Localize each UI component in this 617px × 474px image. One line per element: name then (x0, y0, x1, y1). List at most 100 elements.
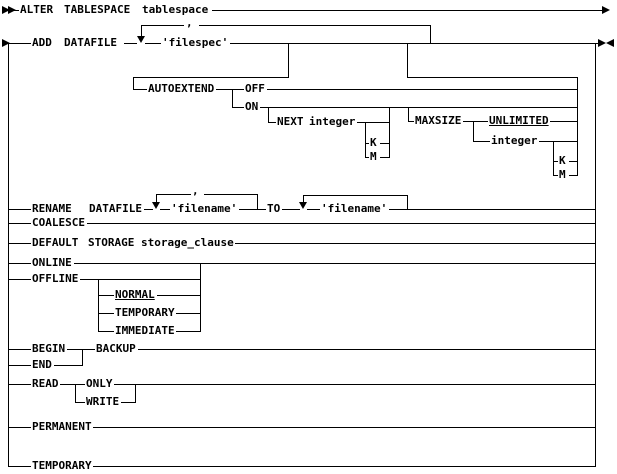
rail-line-horizontal (114, 384, 596, 385)
rail-line-vertical (75, 384, 76, 403)
label-kw-on: ON (244, 100, 260, 113)
rail-line-horizontal (539, 141, 578, 142)
rail-line-horizontal (145, 43, 161, 44)
label-kw-only: ONLY (85, 377, 114, 390)
label-kw-off: OFF (244, 82, 266, 95)
rail-line-horizontal (8, 466, 31, 467)
label-kw-write: WRITE (85, 395, 121, 408)
start-arrow-2-icon (2, 39, 10, 47)
label-comma-filespec-loop: , (185, 16, 194, 29)
rail-line-vertical (389, 107, 390, 158)
end-arrow-right-icon (598, 39, 606, 47)
rail-line-horizontal (156, 194, 191, 195)
rail-line-horizontal (133, 89, 147, 90)
rail-line-vertical (135, 384, 136, 403)
rail-line-horizontal (98, 313, 114, 314)
rail-line-vertical (141, 25, 142, 37)
loop-arrow-filespec-icon (137, 36, 145, 43)
label-opt-next-k: K (369, 136, 378, 149)
continue-arrow-line1-icon (602, 6, 610, 14)
rail-line-horizontal (141, 25, 184, 26)
rail-line-horizontal (569, 161, 578, 162)
rail-line-horizontal (235, 243, 596, 244)
label-kw-normal: NORMAL (114, 288, 156, 301)
rail-line-horizontal (389, 209, 596, 210)
rail-line-vertical (200, 263, 201, 332)
rail-line-vertical (8, 43, 9, 467)
rail-line-horizontal (54, 365, 83, 366)
rail-line-vertical (595, 43, 596, 467)
rail-line-horizontal (176, 313, 201, 314)
label-kw-permanent: PERMANENT (31, 420, 93, 433)
rail-line-horizontal (407, 77, 578, 78)
rail-line-vertical (577, 77, 578, 176)
label-comma-filename-loop: , (191, 184, 200, 197)
rail-line-horizontal (8, 263, 31, 264)
rail-line-horizontal (8, 427, 31, 428)
start-arrow-1b-icon (8, 6, 16, 14)
rail-line-vertical (553, 141, 554, 176)
rail-line-horizontal (473, 141, 490, 142)
label-opt-maxsize-k: K (558, 154, 567, 167)
rail-line-horizontal (160, 209, 170, 210)
label-kw-unlimited: UNLIMITED (488, 114, 550, 127)
label-kw-maxsize: MAXSIZE (414, 114, 463, 127)
rail-line-horizontal (98, 331, 114, 332)
rail-line-horizontal (365, 157, 370, 158)
rail-line-horizontal (93, 427, 596, 428)
rail-line-vertical (407, 43, 408, 78)
rail-line-horizontal (93, 466, 596, 467)
label-var-maxsize-integer: integer (490, 134, 539, 147)
rail-line-horizontal (268, 122, 276, 123)
rail-line-horizontal (267, 89, 578, 90)
rail-line-vertical (98, 279, 99, 332)
label-kw-begin: BEGIN (31, 342, 67, 355)
rail-line-horizontal (87, 223, 596, 224)
rail-line-horizontal (553, 175, 559, 176)
rail-line-horizontal (357, 122, 390, 123)
rail-line-vertical (408, 107, 409, 122)
rail-line-horizontal (550, 121, 578, 122)
rail-line-vertical (407, 195, 408, 210)
rail-line-horizontal (8, 349, 31, 350)
rail-line-horizontal (98, 295, 114, 296)
label-var-filename-2: 'filename' (320, 202, 389, 215)
rail-line-vertical (303, 195, 304, 204)
label-kw-offline: OFFLINE (31, 272, 80, 285)
rail-line-horizontal (67, 349, 95, 350)
rail-line-horizontal (212, 10, 603, 11)
label-var-filename-1: 'filename' (170, 202, 239, 215)
rail-line-horizontal (8, 279, 31, 280)
label-var-filespec: 'filespec' (161, 36, 230, 49)
rail-line-horizontal (8, 243, 31, 244)
rail-line-horizontal (138, 349, 596, 350)
rail-line-horizontal (380, 157, 390, 158)
label-kw-autoextend: AUTOEXTEND (147, 82, 216, 95)
rail-line-vertical (268, 107, 269, 123)
rail-line-horizontal (176, 331, 201, 332)
label-kw-read: READ (31, 377, 60, 390)
label-kw-rename: RENAME (31, 202, 73, 215)
rail-line-horizontal (204, 194, 258, 195)
rail-line-vertical (156, 194, 157, 204)
label-kw-to: TO (266, 202, 282, 215)
rail-line-horizontal (60, 384, 85, 385)
rail-line-vertical (473, 121, 474, 142)
label-kw-immediate: IMMEDIATE (114, 324, 176, 337)
label-kw-end: END (31, 358, 53, 371)
rail-line-horizontal (569, 175, 578, 176)
rail-line-horizontal (124, 43, 137, 44)
label-var-storage-clause: storage_clause (140, 236, 235, 249)
rail-line-vertical (257, 194, 258, 210)
rail-line-vertical (232, 89, 233, 108)
rail-line-horizontal (13, 10, 20, 11)
end-arrow-left-icon (606, 39, 614, 47)
rail-line-horizontal (232, 107, 244, 108)
label-kw-alter: ALTER (19, 3, 55, 16)
label-kw-storage: STORAGE (87, 236, 136, 249)
rail-line-horizontal (282, 209, 300, 210)
label-var-next-integer: integer (308, 115, 357, 128)
rail-line-vertical (288, 43, 289, 78)
rail-line-horizontal (216, 89, 244, 90)
